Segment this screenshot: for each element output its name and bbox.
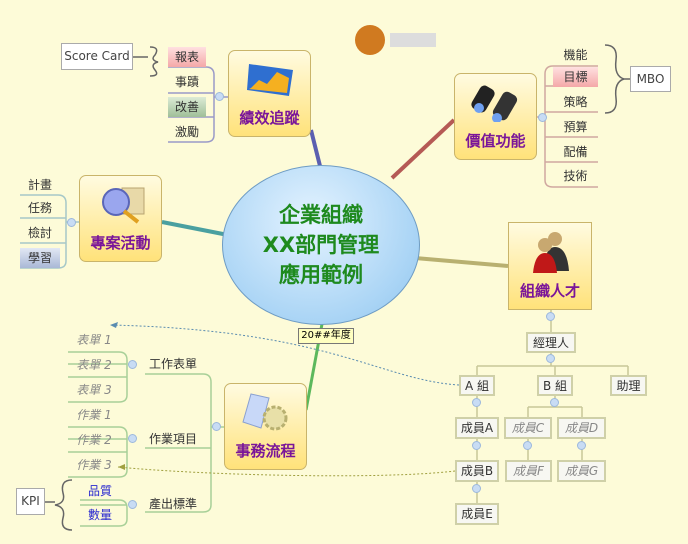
topic-title: 組織人才 xyxy=(519,282,580,300)
collapse-member-d[interactable] xyxy=(577,441,586,450)
item-form-2[interactable]: 表單 2 xyxy=(76,358,112,372)
seal-logo xyxy=(355,25,385,55)
item-review[interactable]: 檢討 xyxy=(27,226,52,240)
topic-title: 事務流程 xyxy=(235,442,296,460)
node-member-f[interactable]: 成員F xyxy=(505,460,552,482)
item-function[interactable]: 機能 xyxy=(563,48,588,62)
node-member-c[interactable]: 成員C xyxy=(504,417,552,439)
collapse-forms[interactable] xyxy=(128,360,137,369)
central-topic[interactable]: 企業組織 XX部門管理 應用範例 xyxy=(222,165,420,325)
collapse-member-c[interactable] xyxy=(523,441,532,450)
magnifier-icon xyxy=(96,184,146,224)
year-label: 20##年度 xyxy=(298,328,354,344)
collapse-value[interactable] xyxy=(538,113,547,122)
topic-title: 績效追蹤 xyxy=(239,109,300,127)
item-task-2[interactable]: 作業 2 xyxy=(76,433,112,447)
binoculars-icon xyxy=(470,82,521,122)
node-group-b[interactable]: B 組 xyxy=(537,375,573,396)
center-line: 企業組織 xyxy=(279,203,363,227)
node-member-a[interactable]: 成員A xyxy=(455,417,499,439)
document-gear-icon xyxy=(241,392,291,432)
collapse-group-a[interactable] xyxy=(472,398,481,407)
branch-tasks[interactable]: 作業項目 xyxy=(148,432,197,446)
node-assistant[interactable]: 助理 xyxy=(610,375,647,396)
collapse-talent[interactable] xyxy=(546,312,555,321)
mbo-callout[interactable]: MBO xyxy=(630,66,671,92)
item-improve[interactable]: 改善 xyxy=(168,97,206,117)
people-icon xyxy=(525,232,575,273)
item-learn[interactable]: 學習 xyxy=(20,248,60,268)
node-member-d[interactable]: 成員D xyxy=(557,417,606,439)
node-group-a[interactable]: A 組 xyxy=(459,375,495,396)
topic-projects[interactable]: 專案活動 xyxy=(79,175,162,262)
collapse-performance[interactable] xyxy=(215,92,224,101)
item-form-3[interactable]: 表單 3 xyxy=(76,383,112,397)
topic-title: 專案活動 xyxy=(90,234,151,252)
item-task[interactable]: 任務 xyxy=(27,201,52,215)
item-tech[interactable]: 技術 xyxy=(563,169,588,183)
kpi-callout[interactable]: KPI xyxy=(16,488,45,515)
node-member-e[interactable]: 成員E xyxy=(455,503,499,525)
center-line: XX部門管理 xyxy=(262,233,380,257)
item-quantity[interactable]: 數量 xyxy=(87,508,112,522)
scorecard-callout[interactable]: Score Card xyxy=(61,43,133,70)
center-line: 應用範例 xyxy=(279,263,363,287)
collapse-member-b[interactable] xyxy=(472,484,481,493)
topic-performance[interactable]: 績效追蹤 xyxy=(228,50,311,137)
node-member-b[interactable]: 成員B xyxy=(455,460,499,482)
item-budget[interactable]: 預算 xyxy=(563,120,588,134)
studio-logo xyxy=(390,33,436,47)
item-deeds[interactable]: 事蹟 xyxy=(174,75,199,89)
collapse-tasks[interactable] xyxy=(128,434,137,443)
collapse-group-b[interactable] xyxy=(550,398,559,407)
collapse-member-a[interactable] xyxy=(472,441,481,450)
branch-output[interactable]: 產出標準 xyxy=(148,497,197,511)
topic-value[interactable]: 價值功能 xyxy=(454,73,537,160)
item-equipment[interactable]: 配備 xyxy=(563,145,588,159)
branch-forms[interactable]: 工作表單 xyxy=(148,357,197,371)
item-goal[interactable]: 目標 xyxy=(553,67,598,87)
item-quality[interactable]: 品質 xyxy=(87,484,112,498)
item-strategy[interactable]: 策略 xyxy=(563,95,588,109)
item-report[interactable]: 報表 xyxy=(168,47,206,67)
collapse-process[interactable] xyxy=(212,422,221,431)
item-form-1[interactable]: 表單 1 xyxy=(76,333,112,347)
collapse-projects[interactable] xyxy=(67,218,76,227)
topic-talent[interactable]: 組織人才 xyxy=(508,222,592,310)
topic-process[interactable]: 事務流程 xyxy=(224,383,307,470)
node-manager[interactable]: 經理人 xyxy=(526,332,576,353)
item-plan[interactable]: 計畫 xyxy=(27,178,52,192)
item-task-1[interactable]: 作業 1 xyxy=(76,408,112,422)
item-reward[interactable]: 激勵 xyxy=(174,125,199,139)
item-task-3[interactable]: 作業 3 xyxy=(76,458,112,472)
topic-title: 價值功能 xyxy=(465,132,526,150)
chart-icon xyxy=(245,59,295,99)
node-member-g[interactable]: 成員G xyxy=(557,460,606,482)
collapse-manager[interactable] xyxy=(546,354,555,363)
collapse-output[interactable] xyxy=(128,500,137,509)
